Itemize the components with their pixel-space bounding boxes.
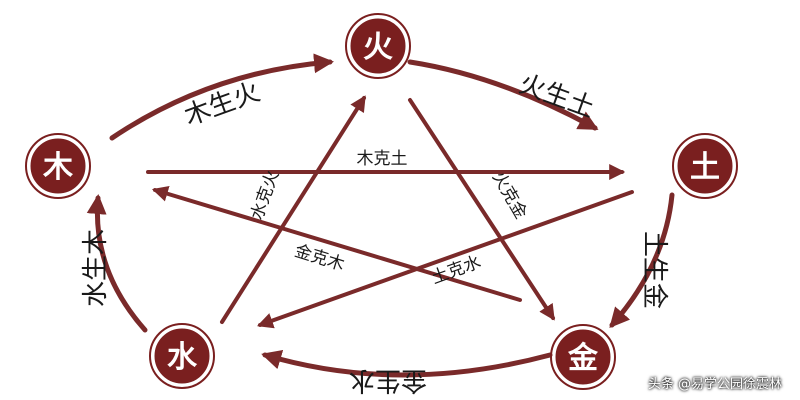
label-fire-overcomes-metal: 火克金 [488,168,531,222]
node-water-text: 水 [167,340,198,375]
label-water-generates-wood: 水生木 [81,229,111,307]
node-metal: 金 [550,324,616,390]
node-earth-text: 土 [690,150,720,185]
node-metal-text: 金 [567,341,599,376]
arrow-water-to-fire [220,95,366,324]
arc-earth-to-metal [609,192,675,328]
label-earth-overcomes-water: 土克水 [429,252,484,288]
overcoming-star-arrows [146,95,634,329]
arrow-metal-to-wood [151,186,522,302]
node-wood-text: 木 [42,150,73,185]
label-water-overcomes-fire: 水克火 [247,168,283,223]
arc-wood-to-fire [109,53,334,141]
arc-fire-to-earth [407,59,599,131]
node-fire: 火 [345,13,411,79]
label-earth-generates-metal: 土生金 [639,231,669,309]
node-fire-text: 火 [363,30,393,65]
arc-metal-to-water [261,349,553,378]
node-earth: 土 [672,133,738,199]
arrow-earth-to-water [256,190,634,329]
arc-water-to-wood [86,194,148,333]
node-water: 水 [149,323,215,389]
label-wood-overcomes-earth: 木克土 [357,149,408,169]
label-metal-generates-water: 金生水 [349,365,427,395]
label-fire-generates-earth: 火生土 [515,69,599,124]
arrow-fire-to-metal [408,98,555,321]
generating-cycle-arcs [86,53,675,378]
watermark: 头条 @易学公园徐震林 [647,377,782,392]
node-wood: 木 [25,133,91,199]
